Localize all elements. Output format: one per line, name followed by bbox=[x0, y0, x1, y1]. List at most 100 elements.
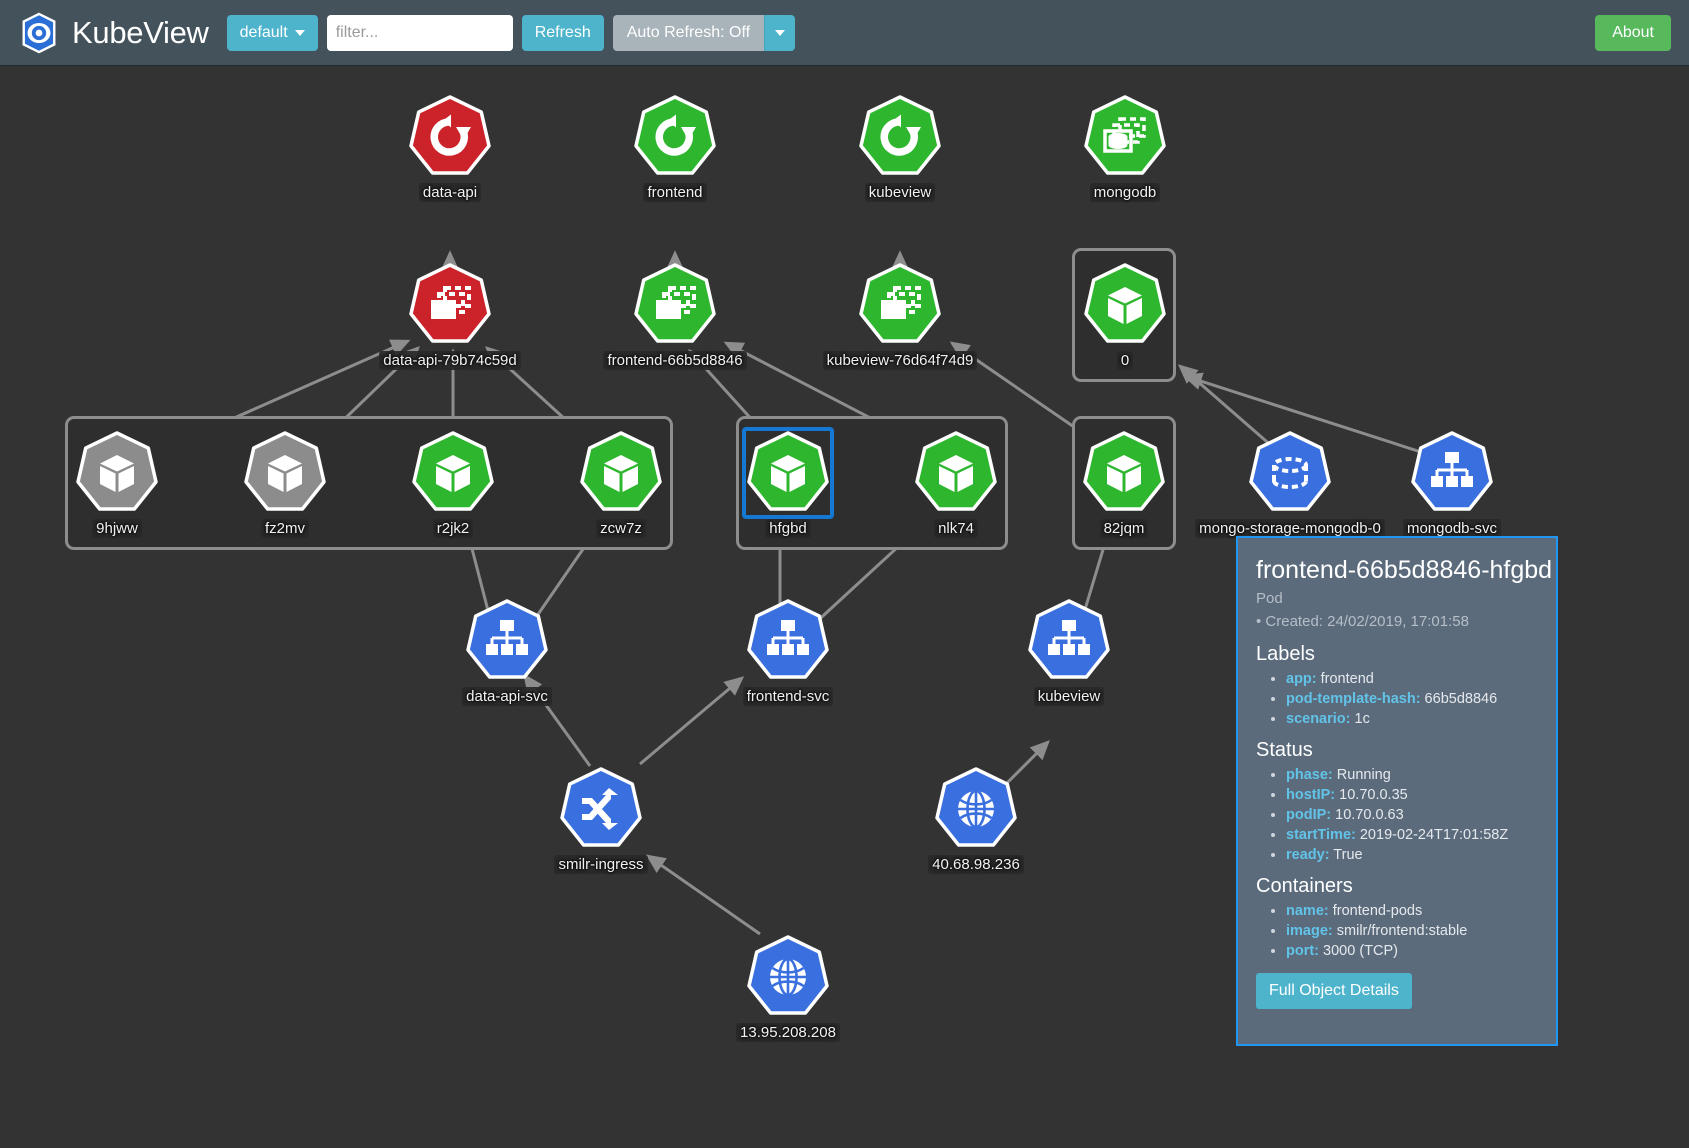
pvc-dashed-database-icon[interactable] bbox=[1247, 430, 1333, 516]
pod-cube-icon[interactable] bbox=[1081, 430, 1167, 516]
graph-node-deployment-data-api[interactable]: data-api bbox=[398, 94, 502, 202]
graph-node-label: kubeview bbox=[1033, 687, 1105, 706]
labels-list: app: frontendpod-template-hash: 66b5d884… bbox=[1256, 669, 1538, 729]
graph-node-replicaset-frontend-66b5d8846[interactable]: frontend-66b5d8846 bbox=[603, 262, 747, 370]
container-key: name: bbox=[1286, 903, 1329, 919]
status-heading: Status bbox=[1256, 739, 1313, 761]
status-item: podIP: 10.70.0.63 bbox=[1286, 805, 1538, 825]
graph-node-service-data-api-svc[interactable]: data-api-svc bbox=[455, 598, 559, 706]
label-item: app: frontend bbox=[1286, 669, 1538, 689]
container-value: smilr/frontend:stable bbox=[1332, 923, 1468, 939]
status-key: startTime: bbox=[1286, 827, 1356, 843]
graph-node-pod-82jqm[interactable]: 82jqm bbox=[1072, 430, 1176, 538]
brand-title: KubeView bbox=[72, 15, 209, 50]
filter-input[interactable] bbox=[326, 14, 513, 51]
statefulset-database-icon[interactable] bbox=[1082, 94, 1168, 180]
containers-heading: Containers bbox=[1256, 875, 1353, 897]
pod-cube-icon[interactable] bbox=[410, 430, 496, 516]
graph-node-label: nlk74 bbox=[934, 519, 978, 538]
pod-cube-icon[interactable] bbox=[242, 430, 328, 516]
graph-node-endpoint-13-95-208-208[interactable]: 13.95.208.208 bbox=[736, 934, 840, 1042]
graph-node-label: frontend bbox=[643, 183, 707, 202]
chevron-down-icon bbox=[775, 29, 786, 36]
pod-cube-icon[interactable] bbox=[742, 427, 834, 519]
graph-node-label: mongodb-svc bbox=[1402, 519, 1502, 538]
about-button-label: About bbox=[1612, 23, 1654, 41]
graph-node-label: 9hjww bbox=[92, 519, 142, 538]
pod-cube-icon[interactable] bbox=[74, 430, 160, 516]
graph-node-pod-nlk74[interactable]: nlk74 bbox=[904, 430, 1008, 538]
status-key: podIP: bbox=[1286, 807, 1332, 823]
deployment-refresh-icon[interactable] bbox=[632, 94, 718, 180]
graph-edge bbox=[1182, 372, 1453, 464]
details-created: • Created: 24/02/2019, 17:01:58 bbox=[1256, 613, 1469, 630]
graph-node-label: data-api-79b74c59d bbox=[379, 351, 521, 370]
namespace-dropdown[interactable]: default bbox=[226, 14, 318, 51]
refresh-button[interactable]: Refresh bbox=[521, 14, 604, 51]
status-value: Running bbox=[1332, 767, 1391, 783]
replicaset-copy-icon[interactable] bbox=[632, 262, 718, 348]
graph-node-label: mongo-storage-mongodb-0 bbox=[1195, 519, 1385, 538]
full-object-details-button[interactable]: Full Object Details bbox=[1256, 973, 1412, 1009]
graph-node-label: data-api bbox=[418, 183, 482, 202]
refresh-button-label: Refresh bbox=[534, 23, 591, 41]
deployment-refresh-icon[interactable] bbox=[407, 94, 493, 180]
status-key: phase: bbox=[1286, 767, 1333, 783]
label-item: pod-template-hash: 66b5d8846 bbox=[1286, 689, 1538, 709]
status-item: hostIP: 10.70.0.35 bbox=[1286, 785, 1538, 805]
about-button[interactable]: About bbox=[1595, 14, 1671, 51]
graph-node-endpoint-40-68-98-236[interactable]: 40.68.98.236 bbox=[924, 766, 1028, 874]
container-key: image: bbox=[1286, 923, 1333, 939]
status-item: startTime: 2019-02-24T17:01:58Z bbox=[1286, 825, 1538, 845]
globe-icon[interactable] bbox=[933, 766, 1019, 852]
kubernetes-eye-logo-icon bbox=[18, 12, 60, 54]
top-navbar: KubeView default Refresh Auto Refresh: O… bbox=[0, 0, 1689, 66]
graph-node-deployment-kubeview[interactable]: kubeview bbox=[848, 94, 952, 202]
container-key: port: bbox=[1286, 943, 1320, 959]
graph-node-replicaset-kubeview-76d64f74d9[interactable]: kubeview-76d64f74d9 bbox=[822, 262, 978, 370]
graph-node-label: r2jk2 bbox=[432, 519, 474, 538]
label-value: 66b5d8846 bbox=[1420, 691, 1498, 707]
graph-node-ingress-smilr-ingress[interactable]: smilr-ingress bbox=[549, 766, 653, 874]
label-key: pod-template-hash: bbox=[1286, 691, 1421, 707]
replicaset-copy-icon[interactable] bbox=[857, 262, 943, 348]
auto-refresh-dropdown-toggle[interactable] bbox=[764, 14, 796, 51]
object-details-panel: frontend-66b5d8846-hfgbd Pod • Created: … bbox=[1236, 536, 1558, 1046]
graph-node-service-frontend-svc[interactable]: frontend-svc bbox=[736, 598, 840, 706]
pod-cube-icon[interactable] bbox=[578, 430, 664, 516]
deployment-refresh-icon[interactable] bbox=[857, 94, 943, 180]
graph-node-pvc-mongo-storage-mongodb-0[interactable]: mongo-storage-mongodb-0 bbox=[1195, 430, 1385, 538]
graph-node-pod-9hjww[interactable]: 9hjww bbox=[65, 430, 169, 538]
graph-node-replicaset-data-api-79b74c59d[interactable]: data-api-79b74c59d bbox=[379, 262, 521, 370]
pod-cube-icon[interactable] bbox=[913, 430, 999, 516]
graph-node-service-kubeview[interactable]: kubeview bbox=[1017, 598, 1121, 706]
graph-node-statefulset-mongodb[interactable]: mongodb bbox=[1073, 94, 1177, 202]
graph-node-label: fz2mv bbox=[260, 519, 309, 538]
service-sitemap-icon[interactable] bbox=[1026, 598, 1112, 684]
graph-node-label: frontend-svc bbox=[742, 687, 834, 706]
graph-node-pod-r2jk2[interactable]: r2jk2 bbox=[401, 430, 505, 538]
ingress-shuffle-icon[interactable] bbox=[558, 766, 644, 852]
status-key: hostIP: bbox=[1286, 787, 1336, 803]
full-object-details-label: Full Object Details bbox=[1269, 982, 1399, 999]
auto-refresh-button[interactable]: Auto Refresh: Off bbox=[612, 14, 765, 51]
graph-node-service-mongodb-svc[interactable]: mongodb-svc bbox=[1400, 430, 1504, 538]
service-sitemap-icon[interactable] bbox=[464, 598, 550, 684]
pod-cube-icon[interactable] bbox=[1082, 262, 1168, 348]
status-item: ready: True bbox=[1286, 845, 1538, 865]
graph-node-pod-hfgbd[interactable]: hfgbd bbox=[736, 427, 840, 538]
graph-node-pod-fz2mv[interactable]: fz2mv bbox=[233, 430, 337, 538]
graph-node-deployment-frontend[interactable]: frontend bbox=[623, 94, 727, 202]
service-sitemap-icon[interactable] bbox=[745, 598, 831, 684]
label-key: app: bbox=[1286, 671, 1317, 687]
replicaset-copy-icon[interactable] bbox=[407, 262, 493, 348]
status-key: ready: bbox=[1286, 847, 1330, 863]
container-item: port: 3000 (TCP) bbox=[1286, 941, 1538, 961]
graph-node-pod-0[interactable]: 0 bbox=[1073, 262, 1177, 370]
graph-node-pod-zcw7z[interactable]: zcw7z bbox=[569, 430, 673, 538]
service-sitemap-icon[interactable] bbox=[1409, 430, 1495, 516]
container-item: image: smilr/frontend:stable bbox=[1286, 921, 1538, 941]
graph-node-label: frontend-66b5d8846 bbox=[603, 351, 747, 370]
globe-icon[interactable] bbox=[745, 934, 831, 1020]
chevron-down-icon bbox=[294, 29, 305, 36]
